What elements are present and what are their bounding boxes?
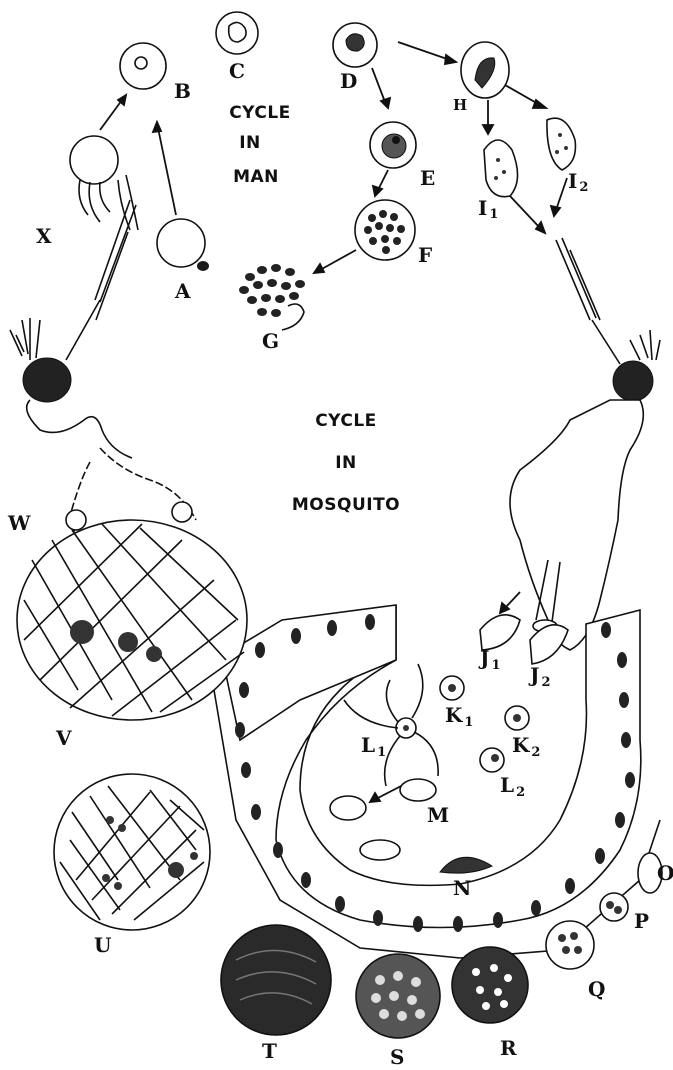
- label-w: W: [7, 511, 31, 535]
- oocyst-q: [546, 921, 594, 969]
- title-cycle-in-man: CYCLE IN MAN: [229, 103, 291, 187]
- label-q: Q: [588, 977, 605, 1001]
- gametocyte-i1: [484, 140, 518, 197]
- ookinete-m: [330, 779, 436, 820]
- title-mosquito-line-2: IN: [335, 453, 357, 473]
- label-c: C: [229, 59, 245, 83]
- gut-epithelium: [214, 605, 660, 958]
- cell-e: [370, 122, 416, 168]
- gametocyte-i2: [547, 118, 576, 170]
- oocyst-p: [600, 893, 628, 921]
- label-u: U: [94, 933, 111, 957]
- label-n: N: [453, 876, 471, 900]
- mosquito-head-right: [510, 238, 660, 650]
- label-b: B: [174, 79, 191, 103]
- label-x: X: [36, 224, 52, 248]
- title-mosquito-line-1: CYCLE: [315, 411, 377, 431]
- label-d: D: [340, 69, 357, 93]
- label-v: V: [55, 726, 72, 750]
- oocyst-v: [17, 520, 247, 720]
- label-h: H: [453, 96, 467, 114]
- cell-b: [120, 43, 166, 89]
- oocyst-t: [221, 925, 331, 1035]
- ookinete-n: [360, 840, 492, 873]
- oocyst-u: [54, 774, 210, 930]
- cell-a: [157, 219, 209, 271]
- title-mosquito-line-3: MOSQUITO: [292, 495, 400, 515]
- oocyst-r: [452, 947, 528, 1023]
- cell-h: [461, 42, 509, 98]
- merozoites-g: [239, 264, 305, 330]
- label-a: A: [174, 279, 191, 303]
- label-o: O: [657, 861, 673, 885]
- label-g: G: [262, 329, 279, 353]
- title-man-line-2: IN: [239, 133, 261, 153]
- label-m: M: [427, 803, 449, 827]
- oocyst-s: [356, 954, 440, 1038]
- cell-c: [216, 12, 258, 54]
- label-f: F: [418, 243, 432, 267]
- cell-d: [333, 23, 377, 67]
- title-cycle-in-mosquito: CYCLE IN MOSQUITO: [292, 411, 400, 515]
- title-man-line-3: MAN: [233, 167, 279, 187]
- label-r: R: [500, 1036, 517, 1060]
- sporozoites-x: [70, 136, 138, 230]
- title-man-line-1: CYCLE: [229, 103, 291, 123]
- label-s: S: [390, 1045, 404, 1069]
- zygote-l2: [480, 748, 504, 772]
- label-e: E: [420, 166, 435, 190]
- cell-f: [355, 200, 415, 260]
- label-p: P: [634, 909, 649, 933]
- label-t: T: [262, 1039, 277, 1063]
